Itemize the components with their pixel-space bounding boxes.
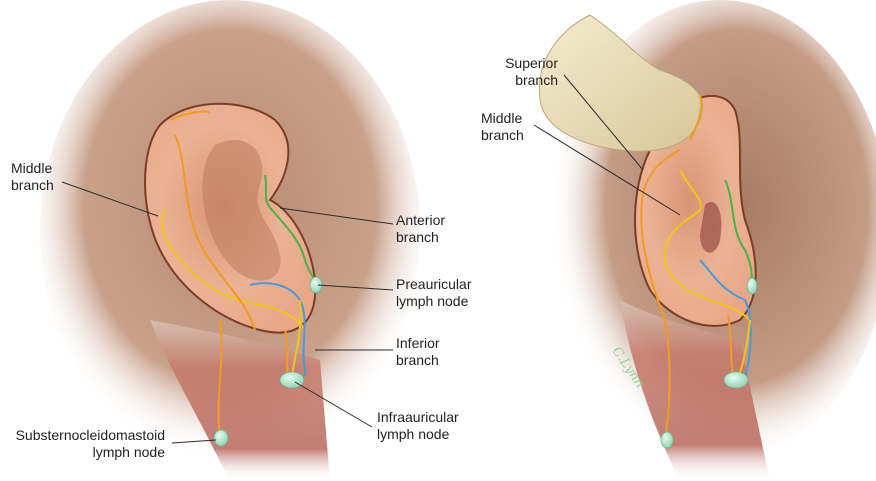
label-infraauricular-lymph-node: Infraauricular lymph node — [377, 409, 459, 443]
left-panel — [40, 0, 420, 481]
label-line: lymph node — [377, 426, 450, 442]
orange-vessel-to-infra-left — [284, 329, 289, 376]
label-middle-branch-left: Middle branch — [11, 160, 54, 194]
label-line: branch — [396, 229, 439, 245]
label-line: Inferior — [396, 335, 440, 351]
label-line: branch — [11, 177, 54, 193]
finger — [538, 14, 704, 152]
orange-vessel-to-substerno-left — [217, 319, 223, 436]
leader-preauricular-node — [317, 284, 394, 291]
label-superior-branch: Superior branch — [490, 55, 558, 89]
ear-canal-right — [700, 201, 722, 253]
label-preauricular-lymph-node: Preauricular lymph node — [396, 276, 471, 310]
label-line: branch — [396, 352, 439, 368]
label-line: Superior — [505, 55, 558, 71]
label-line: Preauricular — [396, 276, 472, 292]
label-line: branch — [515, 72, 558, 88]
middle-branch-vessel-left — [160, 209, 306, 331]
leader-infraauricular-node — [294, 381, 373, 428]
preauricular-lymph-node-right — [746, 277, 758, 295]
label-inferior-branch: Inferior branch — [396, 335, 440, 369]
label-line: Middle — [11, 160, 53, 176]
label-line: lymph node — [92, 444, 165, 460]
neck-muscle-right — [620, 300, 770, 481]
anterior-branch-vessel-left — [264, 174, 317, 284]
label-substernocleidomastoid-lymph-node: Substernocleidomastoid lymph node — [2, 427, 165, 461]
yellow-vessel-to-infra-left — [291, 299, 302, 376]
anterior-branch-vessel-right — [724, 179, 753, 286]
label-middle-branch-right: Middle branch — [481, 110, 524, 144]
label-line: lymph node — [396, 293, 469, 309]
orange-vessel-to-infra-right — [727, 314, 734, 376]
leader-middle-branch-left — [61, 181, 159, 217]
leader-anterior-branch — [279, 207, 394, 225]
superior-branch-vessel-left — [169, 110, 256, 331]
leader-substernocleidomastoid-node — [171, 439, 217, 444]
inferior-branch-vessel-right — [699, 259, 752, 379]
label-line: branch — [481, 127, 524, 143]
label-line: Infraauricular — [377, 409, 459, 425]
substernocleidomastoid-lymph-node-right — [660, 431, 674, 449]
neck-muscle-left — [150, 320, 330, 481]
label-line: Substernocleidomastoid — [15, 427, 165, 443]
superior-branch-vessel-right — [640, 94, 703, 441]
middle-branch-vessel-right — [663, 169, 751, 321]
right-panel — [533, 0, 876, 481]
label-line: Middle — [481, 110, 523, 126]
label-anterior-branch: Anterior branch — [396, 212, 445, 246]
substernocleidomastoid-lymph-node-left — [213, 429, 229, 447]
infraauricular-lymph-node-right — [723, 371, 749, 389]
label-line: Anterior — [396, 212, 446, 228]
concha-left — [202, 139, 281, 281]
leader-middle-branch-right — [533, 124, 681, 216]
leader-superior-branch — [563, 74, 644, 171]
